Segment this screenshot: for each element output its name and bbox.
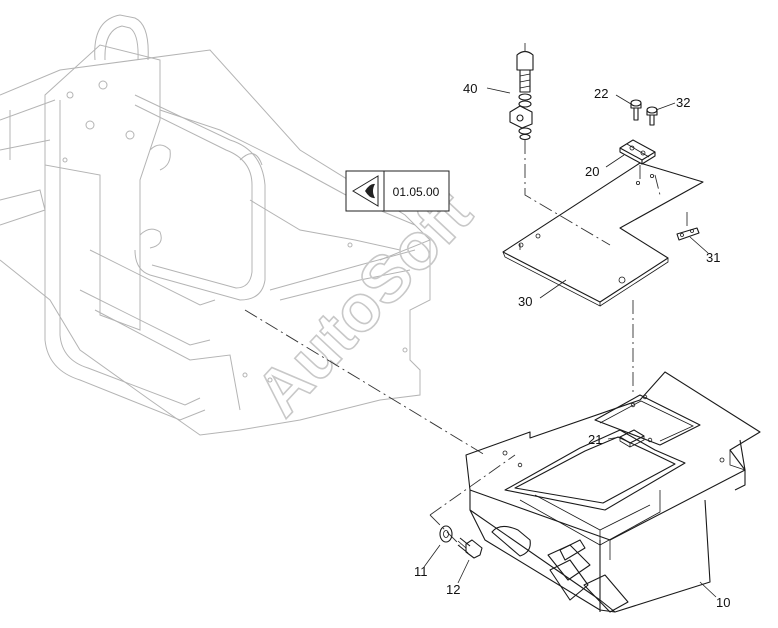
callout-32[interactable]: 32 — [676, 95, 690, 110]
part-20-hinge[interactable] — [619, 139, 656, 165]
callout-11[interactable]: 11 — [414, 564, 428, 579]
callout-40[interactable]: 40 — [463, 81, 477, 96]
reference-code: 01.05.00 — [393, 185, 440, 199]
callout-22[interactable]: 22 — [594, 86, 608, 101]
assembly-lines — [244, 140, 661, 546]
callouts: 40 22 32 20 31 30 21 10 11 12 — [414, 81, 730, 610]
part-21-clip[interactable] — [619, 429, 645, 448]
callout-12[interactable]: 12 — [446, 582, 460, 597]
part-11-washer[interactable] — [439, 525, 453, 543]
callout-30[interactable]: 30 — [518, 294, 532, 309]
part-12-bolt[interactable] — [457, 537, 483, 559]
part-10-box[interactable] — [465, 371, 761, 613]
callout-10[interactable]: 10 — [716, 595, 730, 610]
callout-21[interactable]: 21 — [588, 432, 602, 447]
part-32-screw[interactable] — [646, 106, 658, 126]
part-30-cover-plate[interactable] — [502, 162, 704, 307]
part-31-strip[interactable] — [676, 212, 700, 241]
part-40-latch[interactable] — [509, 43, 534, 141]
reference-box[interactable]: 01.05.00 — [345, 170, 450, 212]
callout-31[interactable]: 31 — [706, 250, 720, 265]
machine-frame-ghost — [0, 14, 431, 436]
part-22-screw[interactable] — [630, 99, 642, 121]
leader-lines — [423, 87, 717, 598]
callout-20[interactable]: 20 — [585, 164, 599, 179]
watermark: AutoSoft — [241, 175, 485, 429]
eye-view-icon — [352, 175, 379, 207]
